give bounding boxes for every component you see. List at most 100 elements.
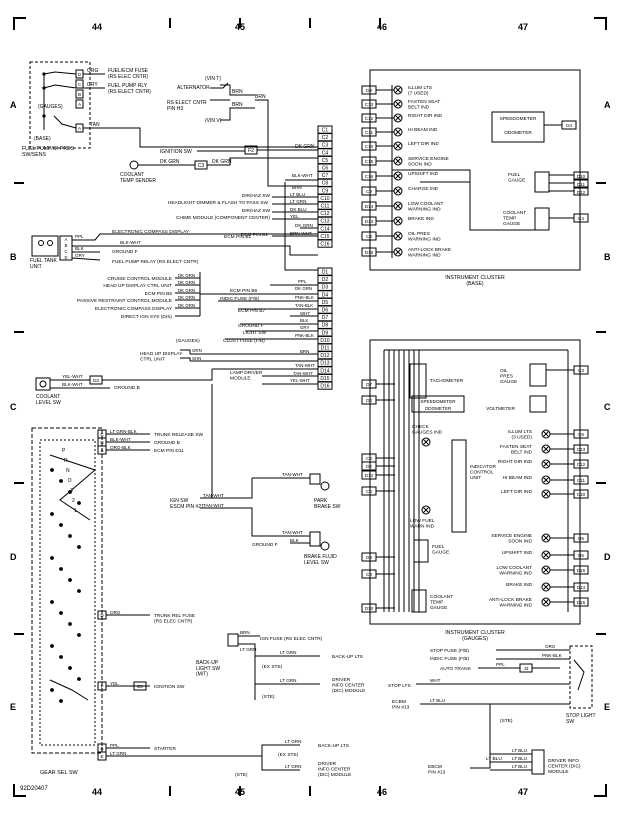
brake-fluid-sw-icon [320,541,330,551]
lamp-filament [543,446,549,452]
b3-label: B3 [137,684,143,689]
gear-wire-0: LT GRN-BLK [110,429,138,434]
dic-wire-0: LT BLU [512,748,527,753]
gauge-item-pin-box-2 [573,459,589,469]
gear-pin-box-4 [97,681,107,691]
fuel-tank-dest-gnd: GROUND F [112,249,138,255]
gauge-item-pin-box-5 [573,533,589,543]
gear-dest-0: TRUNK RELEASE SW [154,432,204,438]
backup-dest-ign: IGN FUSE (RS ELEC CNTR) [260,636,323,642]
base-lamp-0 [393,85,403,95]
low-fuel-lamp [421,505,431,515]
d-wire-wht: WHT [300,311,310,316]
switch-arm [53,115,77,129]
gear-pos-2: 2 [72,498,75,504]
base-pin-box-9 [361,216,377,226]
base-item-0: ILLUM LTS(7 USED) [408,85,432,97]
gauge-right-pin-box-0 [573,365,589,375]
gear-pos-R: R [64,458,68,464]
base-pin-C16: C16 [365,174,374,179]
splice-dot [42,114,46,118]
grid-row-left-B: B [10,252,17,262]
gauge-right-pin-0: C3 [578,368,584,373]
gauge-oil-box [529,363,547,387]
gauge-item-8: BRAKE IND [506,582,532,588]
connector-d-pin-D13: D13 [320,361,329,367]
dk-grn-group-0: CRUISE CONTROL MODULE [107,276,172,282]
gauge-item-pin-box-7 [573,565,589,575]
gear-wire-6: LT GRN [110,751,126,756]
d-wire-tanwht-1: TAN-WHT [295,363,315,368]
wire [420,703,491,735]
brake-fluid-wire-1: TAN-WHT [282,530,303,535]
gauge-tach-box [409,363,427,399]
fuel-tank-wire-blk: BLK [75,246,85,251]
connector-c-pin-C14: C14 [320,226,329,232]
connector-c-pin-C2: C2 [322,135,329,141]
backup-wire-ltgrn-2: LT GRN [280,650,296,655]
gauge-left-pin-box-1 [361,395,377,405]
brake-fluid-gnd: GROUND F [252,542,278,548]
lamp-filament [543,535,549,541]
base-lamp-3 [393,127,403,137]
gauge-item-pin-box-4 [573,489,589,499]
lamp-filament [543,599,549,605]
gauge-item-pin-6: D5 [578,553,584,558]
fuel-tank-pin-C: C [64,249,67,254]
c-label-dirhaz-2: DIR/HAZ SW [242,208,271,214]
gauge-lamp-1 [541,444,551,454]
gear-contact [68,534,72,538]
wire [71,257,101,261]
gauge-lamp-8 [541,582,551,592]
gauge-item-pin-8: D14 [577,585,586,590]
d-wire-brn: BRN [300,349,309,354]
base-item-4: LEFT DIR IND [408,141,439,147]
gear-contact [77,589,81,593]
cluster-base-label: INSTRUMENT CLUSTER(BASE) [445,275,505,287]
f2-label: F2 [248,148,254,154]
connector-c-pin-C4: C4 [322,150,329,156]
gear-contact [50,600,54,604]
base-pin-C11: C11 [365,130,374,135]
connector-d-pin-D1: D1 [322,270,329,276]
fuel-tank-wire-ppl: PPL [75,234,84,239]
base-pin-C13: C13 [365,102,374,107]
grid-col-bottom-46: 46 [377,787,387,797]
base-lamp-6 [393,171,403,181]
lamp-filament [395,173,401,179]
wire-gry: GRY [87,82,98,88]
base-lamp-7 [393,186,403,196]
wire-tan [83,127,318,148]
connector-c-pin-C3: C3 [322,143,329,149]
connector-d-pin-D9: D9 [322,330,329,336]
base-item-9: BRAKE IND [408,216,434,222]
gear-contact [59,611,63,615]
wire [220,84,255,96]
cluster-gauges-label: INSTRUMENT CLUSTER(GAUGES) [445,630,505,642]
gear-pos-3: 3 [70,488,73,494]
cluster-gauges-box [369,339,581,625]
icu-box [451,439,467,533]
b3-box [133,681,147,691]
base-right-pin-1: D10 [577,174,586,179]
gear-dest-3: TRUNK REL FUSE(RS ELEC CNTR) [154,613,195,625]
gauge-item-pin-7: D16 [577,568,586,573]
connector-d-pin-D4: D4 [322,292,329,298]
base-pin-box-4 [361,141,377,151]
gear-contact [59,655,63,659]
connector-d-pin-D11: D11 [321,346,330,352]
d-wire-gry: GRY [300,325,310,330]
d-label-ecm-b6: ECM PIN B6 [230,288,258,294]
wire [261,756,300,771]
dk-grn-group-4: ELECTRONIC COMPASS DISPLAY [95,306,173,312]
dk-grn-group-1: HEAD UP DISPLAY CTRL UNIT [103,283,172,289]
c-wire-6: LT BLU [290,192,305,197]
connector-c-pin-C11: C11 [321,204,330,210]
base-item-3: HI BEAM IND [408,127,438,133]
c-wire-dkgrn: DK GRN [295,223,313,228]
connector-d-box-D16 [317,381,333,390]
lamp-filament [395,249,401,255]
